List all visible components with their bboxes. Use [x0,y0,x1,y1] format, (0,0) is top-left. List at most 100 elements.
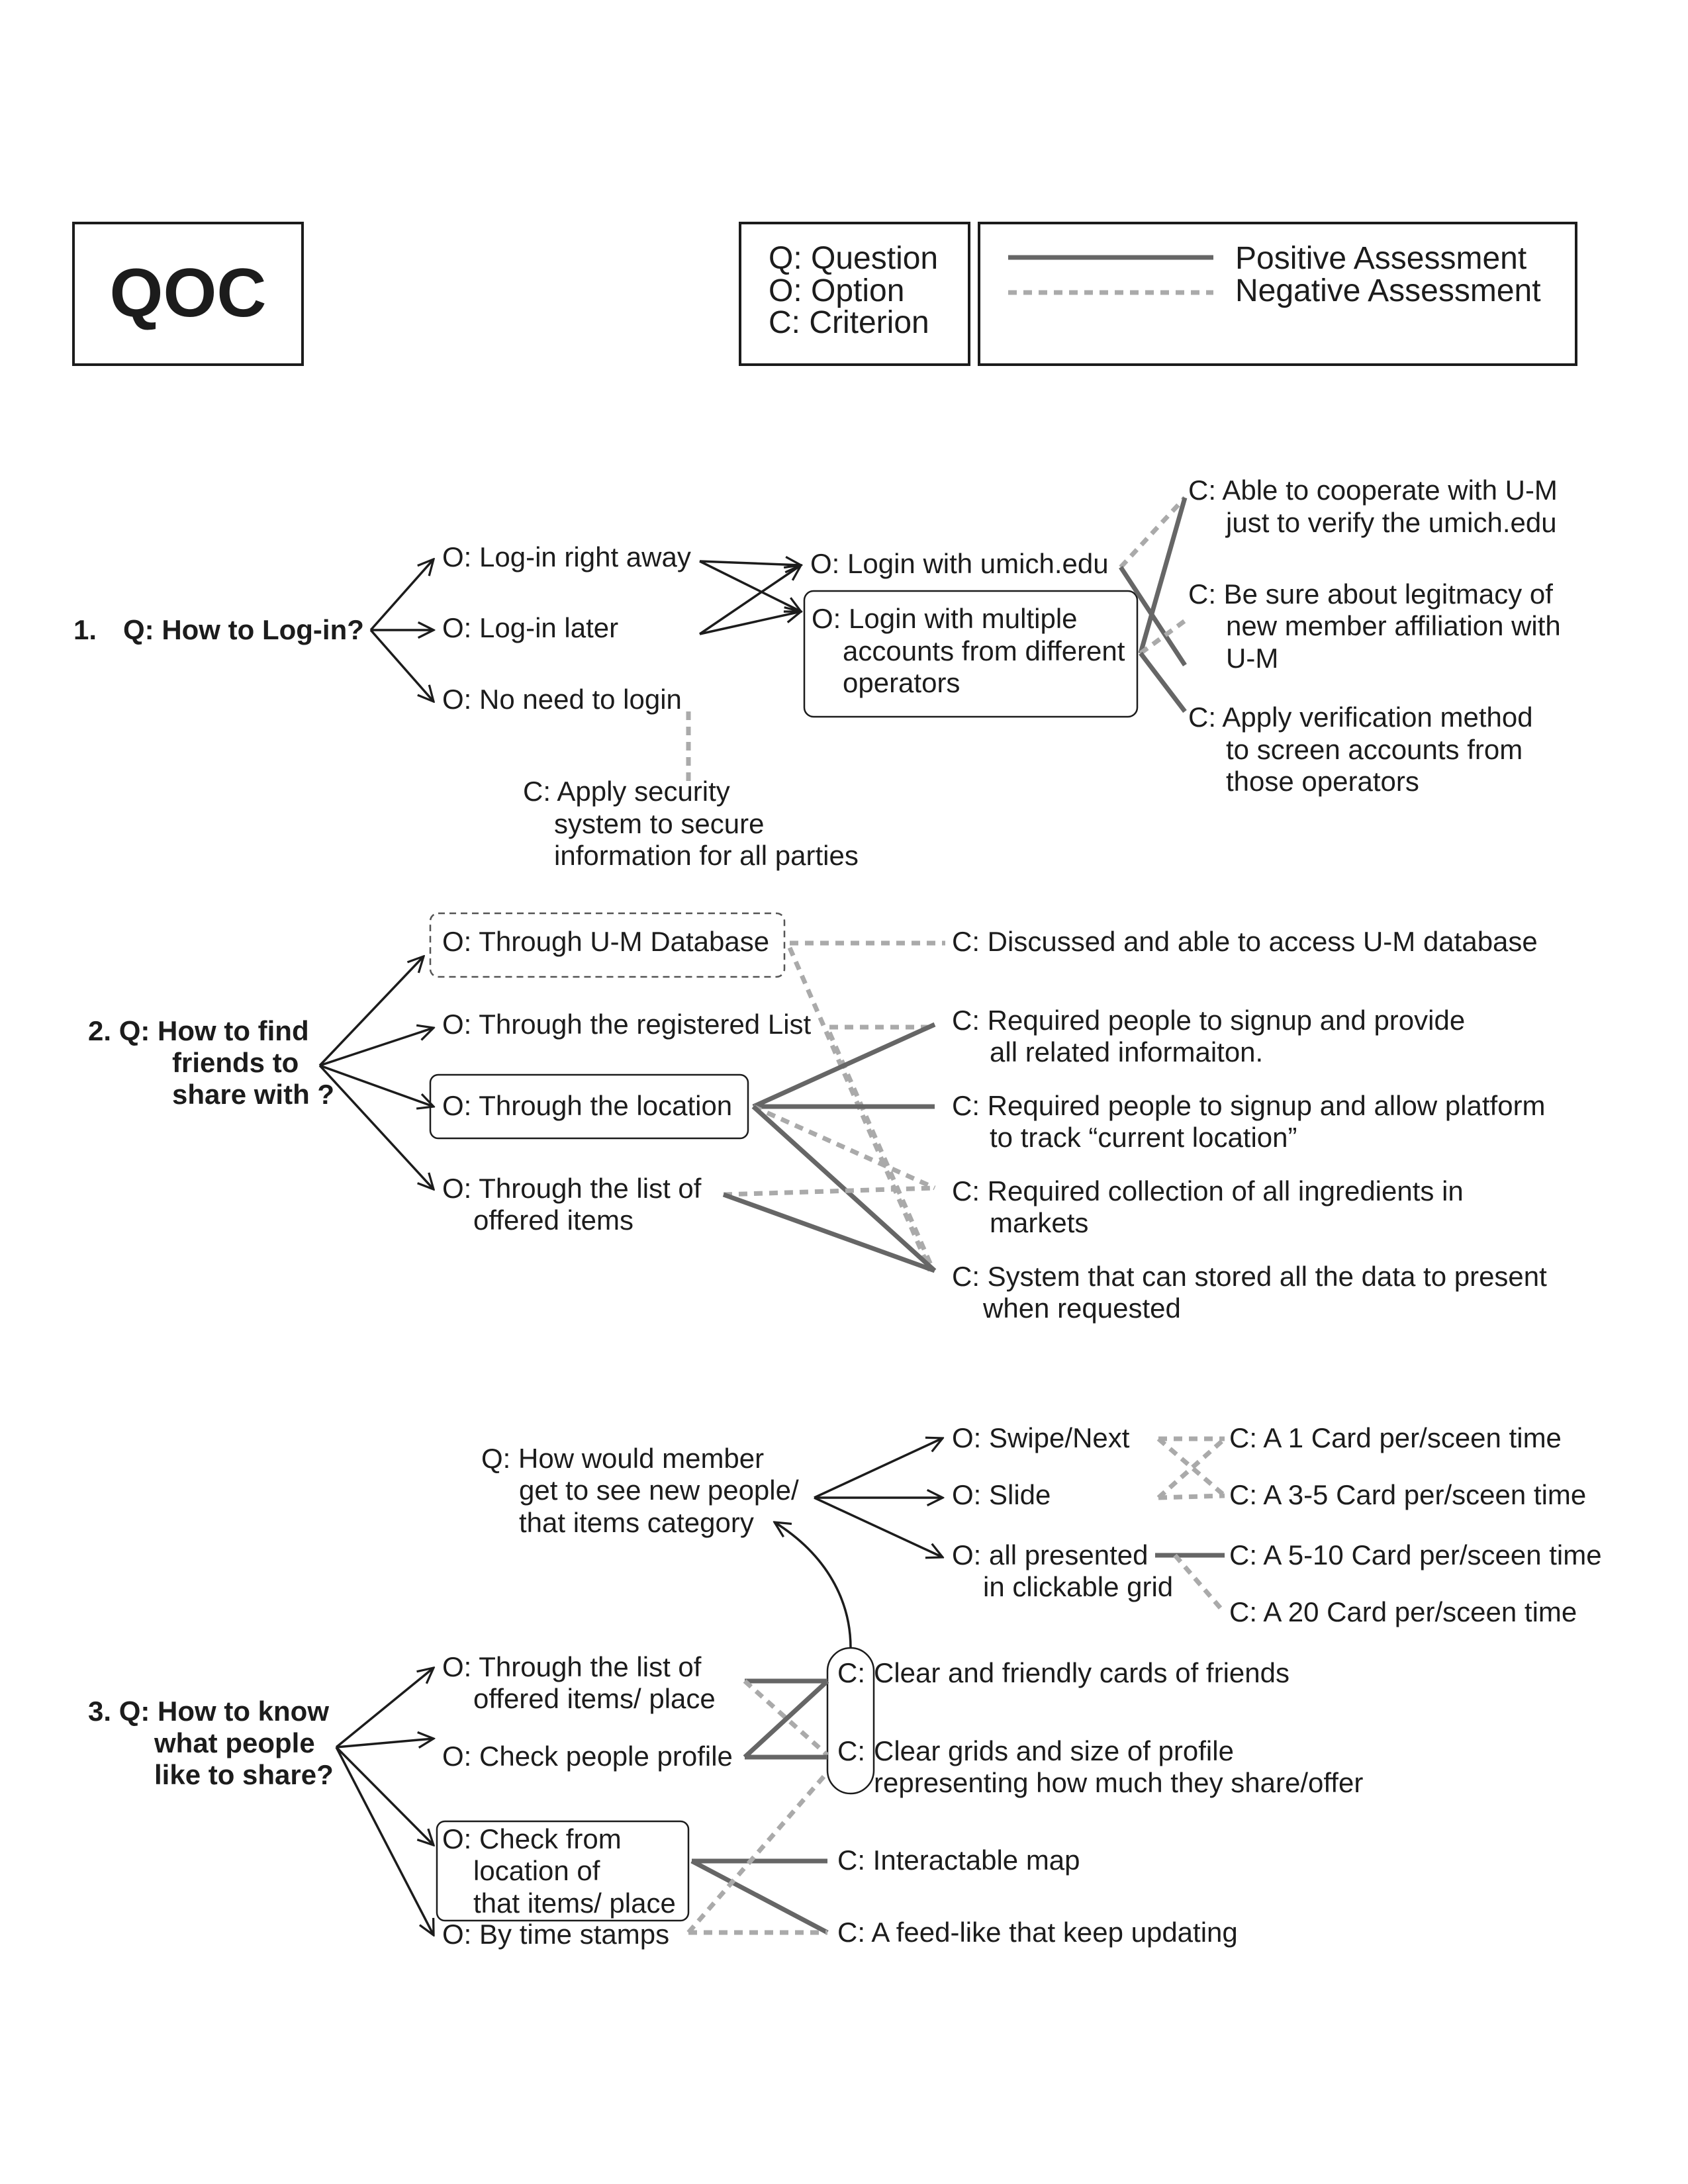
legend-option: O: Option [769,273,904,308]
s3-subarrow-3 [814,1496,943,1557]
s3-criterion-2-prefix: C: [837,1735,865,1766]
s2-neg-items-c4 [723,1185,935,1197]
s1-neg-multi-c2 [1139,619,1187,655]
legend-negative-label: Negative Assessment [1235,273,1541,308]
s1-pos-multi-c1 [1138,497,1188,654]
s3-subcriterion-3: C: A 5-10 Card per/sceen time [1229,1539,1602,1570]
s3-suboption-2: O: Slide [952,1479,1051,1510]
s1-criterion-1-line1: C: Able to cooperate with U-M [1188,475,1558,506]
s3-option-3-line2: location of [473,1855,600,1886]
s2-criterion-4-line1: C: Required collection of all ingredient… [952,1175,1464,1206]
s2-option-4-line1: O: Through the list of [442,1173,702,1204]
legend-criterion: C: Criterion [769,305,929,340]
s2-option-3: O: Through the location [442,1090,732,1121]
s3-option-3-box [436,1820,690,1922]
s1-option-3: O: No need to login [442,684,682,715]
s2-pos-location-c2 [752,1022,936,1109]
s1-neg-umich-c1 [1119,496,1187,569]
s2-criterion-3-line2: to track “current location” [990,1122,1297,1153]
s1-arrow-6 [699,565,801,635]
notation-legend-box [739,222,970,366]
s2-pos-items-c5 [722,1192,936,1273]
s2-criterion-2-line2: all related informaiton. [990,1036,1263,1068]
s2-criterion-3-line1: C: Required people to signup and allow p… [952,1090,1546,1121]
s2-criterion-1: C: Discussed and able to access U-M data… [952,926,1538,957]
s2-question-line2: friends to [172,1047,299,1078]
s3-arrow-3 [335,1746,434,1845]
s3-question-line2: what people [154,1727,315,1758]
s2-arrow-3 [319,1064,434,1107]
s3-pos-profile-c1 [743,1679,829,1759]
s3-criterion-2-line2: representing how much they share/offer [874,1767,1363,1798]
s1-criterion-3-line1: C: Apply verification method [1188,702,1533,733]
s3-criterion-1-prefix: C: [837,1657,865,1688]
s1-suboption-2-line2: accounts from different [843,635,1125,666]
s1-number: 1. [73,614,97,645]
s2-option-1-box [429,912,786,978]
s1-criterion-3-line2: to screen accounts from [1226,734,1523,765]
s2-arrow-2 [319,1028,434,1067]
s1-suboption-2-box [803,590,1139,718]
s3-neg-items-c2 [743,1679,829,1757]
s3-option-1-line1: O: Through the list of [442,1651,702,1682]
s1-arrow-5 [699,560,801,612]
s3-arrow-2 [336,1739,434,1747]
s2-neg-location-c4 [752,1104,936,1191]
s1-criterion-3-line3: those operators [1226,766,1419,797]
s2-pos-location-c5 [751,1105,937,1273]
s3-subquestion-line1: Q: How would member [481,1443,764,1474]
s3-neg-time-c2 [686,1770,829,1934]
s1-security-line1: C: Apply security [523,776,730,807]
s2-neg-db-c5 [787,946,933,1272]
s2-arrow-4 [318,1064,434,1189]
s3-subcriterion-1: C: A 1 Card per/sceen time [1229,1422,1562,1453]
s1-pos-multi-c3 [1139,651,1187,713]
s3-criterion-4: C: A feed-like that keep updating [837,1917,1238,1948]
s1-arrow-7 [699,612,801,635]
s3-question-line3: like to share? [154,1759,334,1790]
s2-criterion-4-line2: markets [990,1207,1088,1238]
s3-curved-arrow [774,1522,852,1649]
assessment-legend-box [978,222,1577,366]
s3-criterion-2-line1: Clear grids and size of profile [874,1735,1234,1766]
s1-arrow-3 [369,629,434,702]
s3-option-3-line3: that items/ place [473,1888,676,1919]
s1-criterion-2-line2: new member affiliation with [1226,610,1561,641]
s3-pos-location-feed [690,1858,829,1935]
s1-suboption-2-line3: operators [843,667,960,698]
s1-security-line3: information for all parties [554,840,859,871]
s3-suboption-3-line1: O: all presented [952,1539,1149,1570]
legend-question: Q: Question [769,241,938,276]
s1-criterion-2-line1: C: Be sure about legitmacy of [1188,578,1553,610]
s2-option-2: O: Through the registered List [442,1009,812,1040]
s3-neg-slide-c2 [1158,1493,1225,1500]
s3-option-1-line2: offered items/ place [473,1683,716,1714]
legend-positive-label: Positive Assessment [1235,241,1526,276]
s3-neg-slide-c1 [1156,1437,1227,1500]
s3-subcriterion-4: C: A 20 Card per/sceen time [1229,1596,1577,1627]
s1-arrow-4 [699,561,801,565]
s1-criterion-2-line3: U-M [1226,643,1278,674]
s2-criterion-5-line1: C: System that can stored all the data t… [952,1261,1547,1292]
s2-option-3-box [429,1073,749,1140]
s3-arrow-4 [335,1747,434,1935]
s3-question-line1: 3. Q: How to know [88,1696,329,1727]
s3-option-2: O: Check people profile [442,1741,733,1772]
s1-question: Q: How to Log-in? [123,614,364,645]
s3-neg-swipe-c2 [1156,1437,1227,1498]
page-title: QOC [110,255,267,332]
s2-criterion-2-line1: C: Required people to signup and provide [952,1005,1465,1036]
s3-subarrow-1 [814,1438,943,1499]
s2-question-line3: share with ? [172,1079,334,1110]
s2-criterion-5-line2: when requested [982,1293,1181,1324]
s3-suboption-1: O: Swipe/Next [952,1422,1130,1453]
s3-option-3-line1: O: Check from [442,1823,622,1854]
s1-criterion-1-line2: just to verify the umich.edu [1225,507,1557,538]
s2-option-4-line2: offered items [473,1205,633,1236]
s3-subcriterion-2: C: A 3-5 Card per/sceen time [1229,1479,1586,1510]
s2-neg-list-c5 [827,1031,936,1272]
s1-arrow-1 [369,559,434,631]
s2-question-line1: 2. Q: How to find [88,1015,309,1046]
